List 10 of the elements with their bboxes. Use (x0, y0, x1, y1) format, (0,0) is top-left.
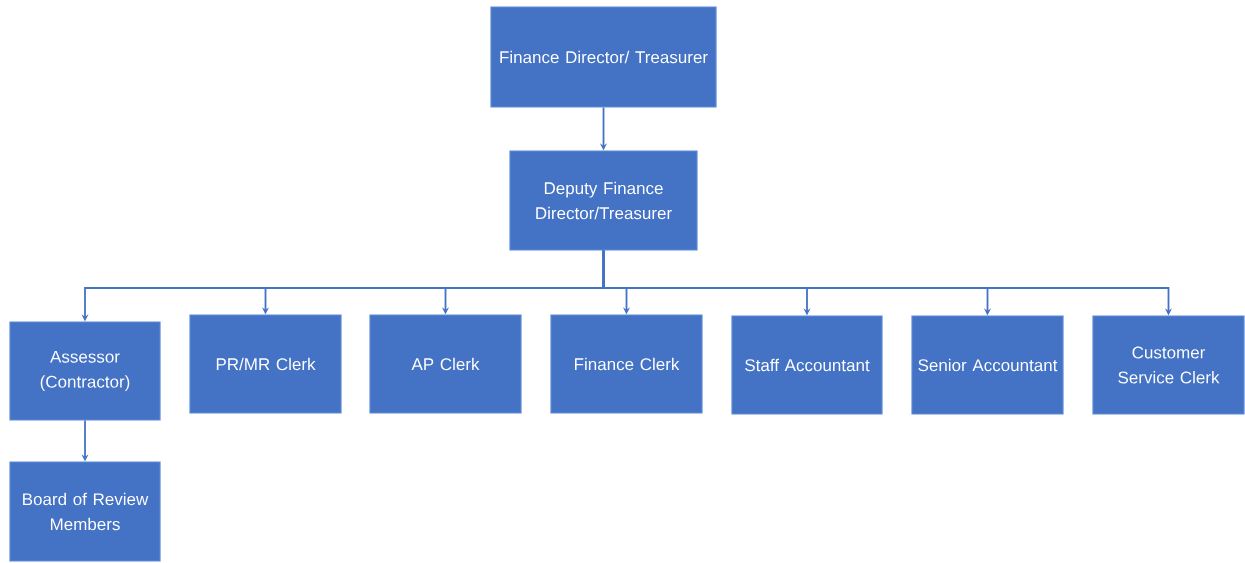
position-box: Finance Clerk (550, 314, 703, 414)
position-box: Staff Accountant (731, 315, 883, 415)
position-box: Finance Director/ Treasurer (490, 6, 717, 108)
position-box: Senior Accountant (911, 315, 1064, 415)
position-box: PR/MR Clerk (189, 314, 342, 414)
position-box: Assessor (Contractor) (9, 321, 161, 421)
position-box: Deputy Finance Director/Treasurer (509, 150, 698, 251)
position-box: Customer Service Clerk (1092, 315, 1245, 415)
position-box: AP Clerk (369, 314, 522, 414)
position-box: Board of Review Members (9, 461, 161, 562)
